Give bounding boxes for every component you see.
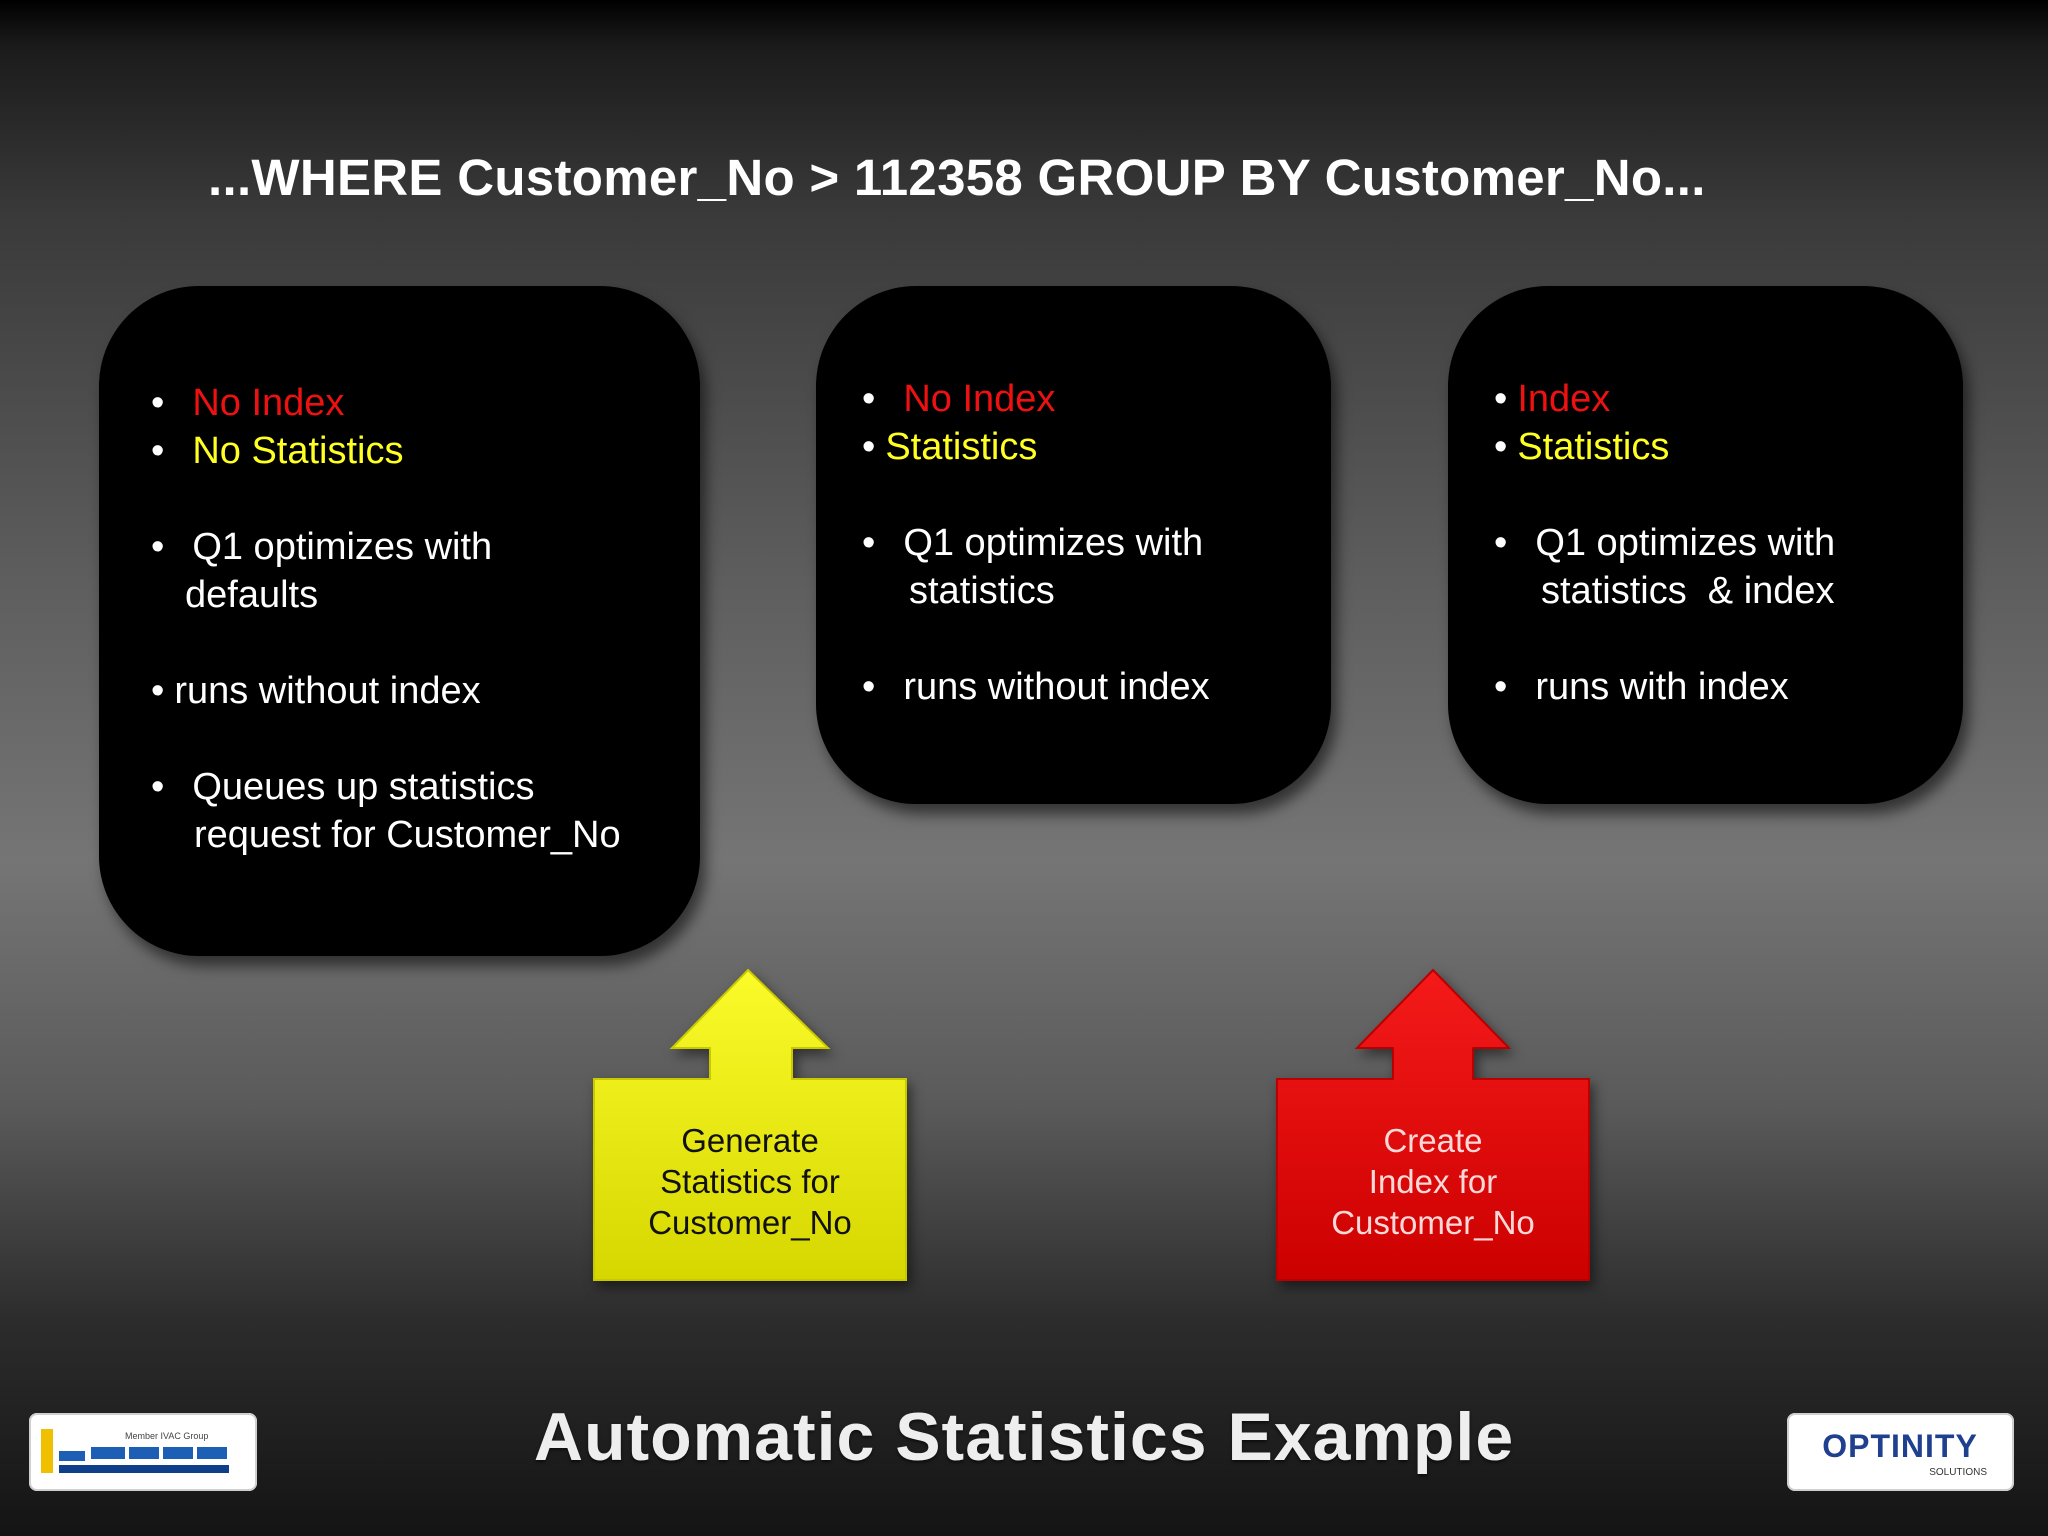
optinity-logo-name: OPTINITY (1822, 1428, 1978, 1464)
bullet-icon: • (151, 382, 165, 424)
bullet-icon: • (1494, 522, 1508, 564)
runs-text: runs without index (903, 666, 1210, 708)
bullet-line-optimize: • Q1 optimizes with (1494, 522, 1835, 566)
isear-logo: Member IVAC Group (29, 1413, 257, 1491)
bullet-icon: • (151, 526, 165, 568)
bullet-icon: • (1494, 426, 1508, 468)
bullet-line-optimize: • Q1 optimizes with (151, 526, 492, 570)
stats-status-text: No Statistics (192, 430, 404, 472)
bullet-line-runs: • runs without index (862, 666, 1210, 710)
runs-text: runs with index (1535, 666, 1789, 708)
panel-no-index-statistics: •No Index •Statistics •Q1 optimizes with… (816, 286, 1331, 804)
arrow-label-line-3: Customer_No (1331, 1204, 1535, 1241)
bullet-line-index-status: • No Index (862, 378, 1055, 422)
isear-logo-mark: Member IVAC Group (41, 1429, 229, 1473)
bullet-line-stats-status: •Statistics (1494, 426, 1669, 470)
optimize-text-1: Q1 optimizes with (192, 526, 493, 568)
slide-title: Automatic Statistics Example (533, 1399, 1515, 1475)
bullet-icon: • (1494, 666, 1508, 708)
bullet-line-stats-status: • No Statistics (151, 430, 403, 474)
bullet-line-index-status: •Index (1494, 378, 1610, 422)
optinity-logo-mark: OPTINITY SOLUTIONS (1822, 1428, 1987, 1478)
bullet-icon: • (862, 522, 876, 564)
arrow-label-line-2: Statistics for (660, 1163, 840, 1200)
arrow-label-line-2: Index for (1368, 1163, 1498, 1200)
bullet-line-runs: •runs without index (151, 670, 481, 714)
bullet-icon: • (151, 430, 165, 472)
panel-no-index-no-statistics: • No Index • No Statistics • Q1 optimizes w… (99, 286, 700, 956)
bullet-line-optimize: • Q1 optimizes with (862, 522, 1203, 566)
bullet-icon: • (1494, 378, 1508, 420)
bullet-line-queue: • Queues up statistics (151, 766, 534, 810)
optimize-text-1: Q1 optimizes with (903, 522, 1204, 564)
arrow-label-line-1: Generate (681, 1122, 819, 1159)
optinity-logo-tagline: SOLUTIONS (1929, 1467, 1987, 1478)
optimize-text-2: statistics & index (1541, 570, 1835, 612)
optinity-logo: OPTINITY SOLUTIONS (1787, 1413, 2014, 1491)
generate-statistics-label: Generate Statistics for Customer_No (594, 1120, 906, 1243)
bullet-line-stats-status: •Statistics (862, 426, 1037, 470)
isear-logo-tagline: Member IVAC Group (125, 1431, 208, 1441)
bullet-icon: • (151, 766, 165, 808)
index-status-text: No Index (192, 382, 345, 424)
optimize-text-1: Q1 optimizes with (1535, 522, 1836, 564)
bullet-icon: • (862, 666, 876, 708)
bullet-icon: • (151, 670, 165, 712)
bullet-line-runs: • runs with index (1494, 666, 1789, 710)
bullet-icon: • (862, 426, 876, 468)
bullet-icon: • (862, 378, 876, 420)
panel-index-statistics: •Index •Statistics •Q1 optimizes with st… (1448, 286, 1963, 804)
runs-text: runs without index (174, 670, 481, 712)
index-status-text: Index (1517, 378, 1611, 420)
queue-text-2: request for Customer_No (194, 814, 621, 856)
create-index-label: Create Index for Customer_No (1277, 1120, 1589, 1243)
generate-statistics-arrow (593, 968, 907, 1281)
arrow-label-line-3: Customer_No (648, 1204, 852, 1241)
stats-status-text: Statistics (885, 426, 1038, 468)
index-status-text: No Index (903, 378, 1056, 420)
arrow-label-line-1: Create (1383, 1122, 1483, 1159)
create-index-arrow (1276, 968, 1590, 1281)
optimize-text-2: defaults (185, 574, 319, 616)
query-header: ...WHERE Customer_No > 112358 GROUP BY C… (208, 149, 1706, 206)
bullet-line-index-status: • No Index (151, 382, 344, 426)
queue-text-1: Queues up statistics (192, 766, 535, 808)
stats-status-text: Statistics (1517, 426, 1670, 468)
optimize-text-2: statistics (909, 570, 1055, 612)
